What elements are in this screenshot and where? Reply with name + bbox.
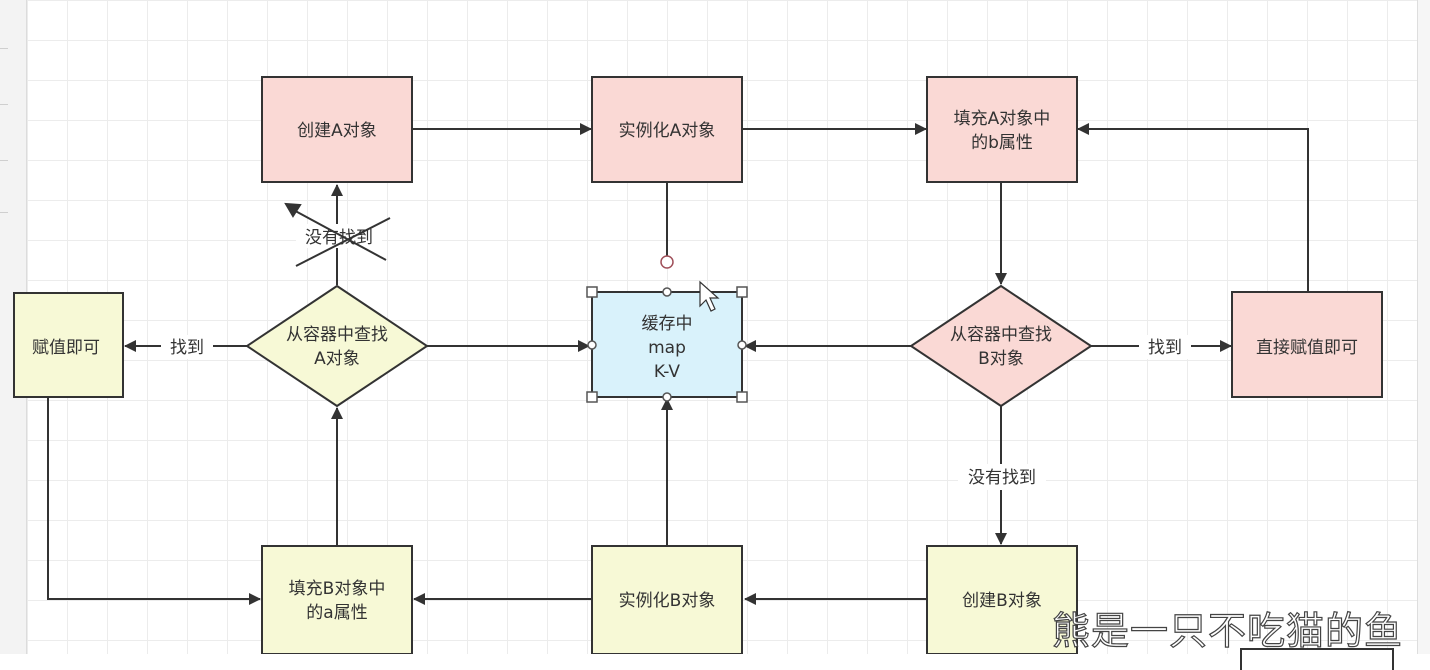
node-create-a[interactable]: 创建A对象 (261, 76, 413, 183)
node-label-line1: 缓存中 (642, 314, 693, 334)
label-bg (958, 464, 1046, 490)
node-label: 实例化A对象 (619, 121, 716, 141)
node-find-b-decision[interactable]: 从容器中查找 B对象 (909, 284, 1093, 408)
node-assign-right[interactable]: 直接赋值即可 (1231, 291, 1383, 398)
edge-endpoint-handle[interactable] (660, 255, 674, 269)
panel-tick (0, 160, 8, 161)
edge-assign-left-to-fill-b[interactable] (47, 398, 261, 605)
resize-handle[interactable] (736, 391, 748, 403)
connection-point[interactable] (662, 392, 672, 402)
node-create-b[interactable]: 创建B对象 (926, 545, 1078, 654)
right-panel-edge (1417, 0, 1430, 654)
node-label: 创建A对象 (297, 121, 377, 141)
node-label: 赋值即可 (32, 338, 100, 358)
node-label-line2: B对象 (978, 349, 1024, 369)
node-assign-left[interactable]: 赋值即可 (13, 292, 124, 398)
node-label-line3: K-V (654, 362, 681, 382)
connection-point[interactable] (587, 340, 597, 350)
node-cache-map[interactable]: 缓存中 map K-V (591, 291, 743, 398)
flowchart[interactable]: 没有找到 找到 找到 没有找到 创建A对象 实例化A对象 填充A对象中 的b属性… (0, 0, 1430, 654)
label-bg (1139, 335, 1191, 359)
node-label-line2: map (648, 338, 686, 358)
watermark-text: 熊是一只不吃猫的鱼 (1051, 608, 1404, 653)
panel-tick (0, 104, 8, 105)
node-find-a-decision[interactable]: 从容器中查找 A对象 (245, 284, 429, 408)
node-label-line1: 填充B对象中 (289, 579, 386, 599)
node-label: 创建B对象 (962, 591, 1042, 611)
node-label-line1: 从容器中查找 (286, 325, 388, 345)
node-label-line1: 填充A对象中 (954, 109, 1051, 129)
node-instantiate-a[interactable]: 实例化A对象 (591, 76, 743, 183)
node-label-line1: 从容器中查找 (950, 325, 1052, 345)
edge-label-found-b: 找到 (1148, 338, 1182, 358)
selection-handles[interactable] (586, 286, 748, 403)
node-label-line2: A对象 (314, 349, 360, 369)
node-fill-a-b-property[interactable]: 填充A对象中 的b属性 (926, 76, 1078, 183)
node-fill-b-a-property[interactable]: 填充B对象中 的a属性 (261, 545, 413, 654)
edge-label-found-a: 找到 (170, 338, 204, 358)
resize-handle[interactable] (586, 391, 598, 403)
edge-assign-right-to-fill-a[interactable] (1077, 123, 1309, 292)
panel-tick (0, 48, 8, 49)
resize-handle[interactable] (736, 286, 748, 298)
edge-label-not-found-b: 没有找到 (968, 468, 1036, 488)
node-label-line2: 的a属性 (306, 603, 367, 623)
cross-out-mark (284, 202, 391, 267)
connection-point[interactable] (662, 287, 672, 297)
node-label-line2: 的b属性 (971, 133, 1033, 153)
node-label: 直接赋值即可 (1256, 338, 1358, 358)
panel-tick (0, 212, 8, 213)
node-instantiate-b[interactable]: 实例化B对象 (591, 545, 743, 654)
label-bg (161, 335, 213, 359)
resize-handle[interactable] (586, 286, 598, 298)
node-label: 实例化B对象 (619, 591, 716, 611)
mouse-cursor-icon (699, 280, 720, 312)
connection-point[interactable] (737, 340, 747, 350)
